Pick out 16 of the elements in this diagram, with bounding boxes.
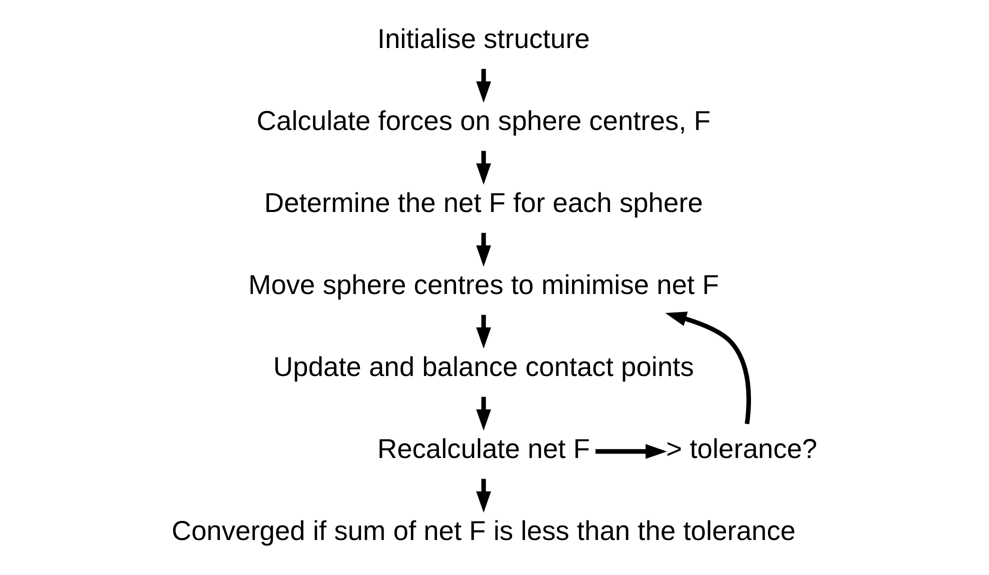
arrow xyxy=(476,396,491,431)
arrow xyxy=(595,444,666,459)
node-text: Initialise structure xyxy=(376,23,590,54)
arrow xyxy=(476,478,491,513)
node-text: Calculate forces on sphere centres, F xyxy=(256,105,710,136)
node-text: > tolerance? xyxy=(666,433,817,464)
node-text: Update and balance contact points xyxy=(272,351,694,382)
arrow xyxy=(664,312,750,424)
node-text: Converged if sum of net F is less than the tolerance xyxy=(171,515,796,546)
arrow xyxy=(476,314,491,349)
arrow xyxy=(476,150,491,185)
node-text: Move sphere centres to minimise net F xyxy=(248,269,718,300)
node-text: Determine the net F for each sphere xyxy=(264,187,702,218)
node-text: Recalculate net F xyxy=(376,433,590,464)
arrow xyxy=(476,68,491,103)
arrow xyxy=(476,232,491,267)
